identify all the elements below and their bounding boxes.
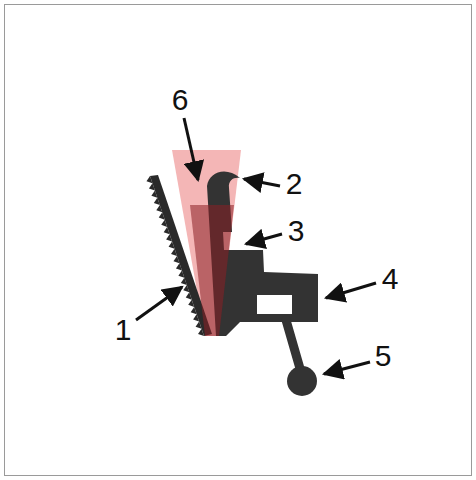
pad-tooth	[188, 300, 194, 307]
pad-tooth	[159, 212, 165, 219]
callout-number: 5	[375, 341, 392, 371]
leader-line	[244, 179, 280, 186]
pad-tooth	[176, 263, 182, 270]
pad-tooth	[178, 271, 184, 278]
ball-hook	[287, 366, 317, 396]
pad-tooth	[156, 205, 162, 212]
leader-line	[326, 283, 376, 298]
pad-tooth	[149, 183, 155, 190]
callout-number: 6	[172, 85, 189, 115]
leader-line	[246, 234, 282, 244]
pad-tooth	[146, 176, 152, 183]
callout-number: 1	[115, 315, 132, 345]
pad-tooth	[161, 220, 167, 227]
leader-line	[136, 287, 182, 320]
pad-tooth	[198, 329, 204, 336]
callout-number: 4	[382, 264, 399, 294]
pad-tooth	[181, 278, 187, 285]
pad-tooth	[183, 285, 189, 292]
pad-tooth	[151, 191, 157, 198]
tube-hole	[257, 295, 292, 314]
pad-tooth	[191, 307, 197, 314]
pad-tooth	[166, 234, 172, 241]
pad-tooth	[173, 256, 179, 263]
callout-number: 2	[286, 169, 303, 199]
pad-tooth	[164, 227, 170, 234]
leader-line	[184, 118, 198, 180]
pad-tooth	[154, 198, 160, 205]
hook-stem	[286, 320, 301, 372]
callout-number: 3	[288, 216, 305, 246]
frame	[5, 5, 472, 476]
leader-line	[324, 362, 370, 374]
leader-lines	[136, 118, 376, 374]
pad-tooth	[171, 249, 177, 256]
dark-wedge	[190, 205, 234, 336]
pad-tooth	[169, 241, 175, 248]
pad-tooth	[196, 321, 202, 328]
pad-tooth	[186, 292, 192, 299]
pad-tooth	[193, 314, 199, 321]
